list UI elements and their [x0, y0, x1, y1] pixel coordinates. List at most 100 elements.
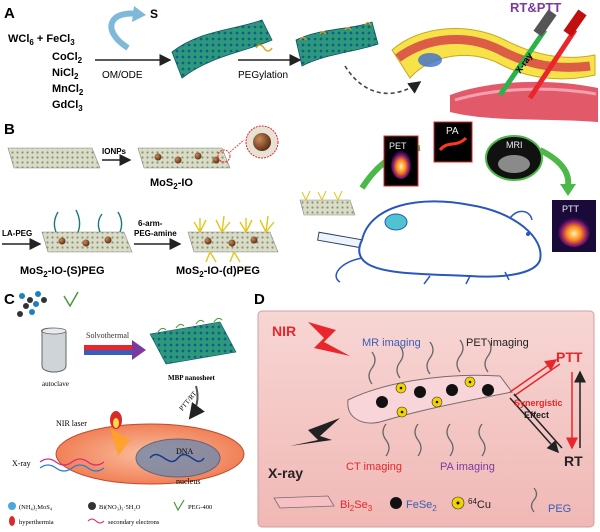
reagent-wcl6: WCl6 + FeCl3	[8, 33, 75, 47]
reagent-gdcl3: GdCl3	[52, 99, 83, 113]
nir-laser-beam	[110, 428, 130, 456]
legend-item-1: (NH₄)₂MoS₄	[19, 504, 53, 511]
nir-beam	[527, 28, 578, 100]
tumor-tissue	[450, 81, 598, 122]
solvent-label: OM/ODE	[102, 70, 143, 81]
pa-signal	[438, 136, 468, 152]
legend-bi2se3: Bi2Se3	[340, 499, 373, 513]
legend-item-3: PEG-400	[188, 504, 212, 511]
legend-hyperthermia-icon	[9, 516, 15, 526]
panel-d-letter: D	[254, 291, 265, 308]
iron-oxide-np	[250, 236, 258, 244]
legend-bi2se3-icon	[273, 495, 335, 509]
mri-label: MRI	[506, 140, 523, 150]
xray-wave	[39, 458, 105, 466]
pegylation-label: PEGylation	[238, 70, 288, 81]
dna-helix	[149, 453, 205, 463]
xray-wave-2	[39, 464, 105, 472]
legend-cu64-icon-center	[456, 501, 460, 505]
rainbow-arrow-red	[84, 345, 132, 350]
mouse-tail	[335, 257, 363, 283]
mos2-io-label: MoS2-IO	[150, 177, 193, 191]
pet-hotspot	[391, 151, 411, 179]
fese2-np	[446, 384, 458, 396]
nir-lightning-icon	[308, 322, 350, 356]
six-arm-label-2: PEG-amine	[134, 229, 177, 238]
zoom-line	[229, 139, 245, 153]
mouse-eye	[526, 232, 530, 236]
injected-sheet	[299, 199, 356, 216]
rainbow-arrow-head	[132, 340, 146, 360]
precursor-dots	[17, 291, 47, 317]
tumor-tissue-highlight	[454, 87, 597, 102]
sulfur-label: S	[150, 7, 158, 21]
panel-a: A WCl6 + FeCl3 CoCl2 NiCl2 MnCl2 GdCl3 S…	[4, 0, 598, 122]
mos2-dpe-label: MoS2-IO-(d)PEG	[176, 265, 260, 279]
nanosheet-label: MBP nanosheet	[168, 374, 216, 382]
dashed-arrow	[344, 65, 422, 95]
legend-fese2: FeSe2	[406, 499, 437, 513]
peg-wavy-chains	[368, 339, 492, 457]
reagent-cocl2: CoCl2	[52, 51, 83, 65]
reagent-mncl2: MnCl2	[52, 83, 84, 97]
zoom-marker	[217, 149, 231, 163]
fese2-np	[376, 396, 388, 408]
ptt-hotspot	[558, 217, 590, 247]
la-peg-label: LA-PEG	[2, 229, 32, 238]
autoclave-label: autoclave	[42, 380, 69, 388]
legend-peg-icon	[173, 499, 185, 512]
legend-peg-icon	[530, 487, 538, 513]
mos2-sheet	[7, 147, 101, 169]
six-arm-label-1: 6-arm-	[138, 219, 163, 228]
mouse-legs	[423, 271, 510, 285]
legend-item-5: secondary electrons	[108, 519, 160, 526]
legend-bismuth-icon	[88, 502, 96, 510]
autoclave-icon	[41, 327, 67, 373]
pet-label: PET	[389, 141, 407, 151]
arrow-to-ptt	[509, 359, 558, 393]
ionps-label: IONPs	[102, 147, 127, 156]
iron-oxide-np	[194, 152, 202, 160]
rainbow-arrow-blue	[84, 350, 132, 355]
rt-ptt-title: RT&PTT	[510, 0, 561, 15]
reagent-nicl2: NiCl2	[52, 67, 79, 81]
sulfur-curved-arrow	[108, 10, 139, 51]
peg-chains	[299, 21, 372, 41]
xray-source-icon	[533, 9, 557, 37]
zoom-np	[253, 133, 271, 151]
green-arrow-2	[538, 147, 572, 187]
mouse-body	[358, 200, 542, 278]
arrow-to-rt-2	[513, 393, 563, 449]
panel-c: C autoclave Solvothermal MBP nanosheet P…	[4, 291, 245, 526]
six-arm-peg-branches	[193, 215, 275, 263]
laser-source-icon	[563, 9, 587, 37]
nir-laser-label: NIR laser	[56, 419, 87, 428]
iron-oxide-np	[204, 237, 212, 245]
iron-oxide-np	[58, 237, 66, 245]
vessel-lumen	[395, 35, 591, 72]
mos2-spe-label: MoS2-IO-(S)PEG	[20, 265, 105, 279]
iron-oxide-np	[212, 156, 220, 164]
iron-oxide-np	[82, 239, 90, 247]
arrow-to-rt	[509, 397, 559, 454]
peg-check-icon	[63, 291, 79, 308]
ptt-label: PTT	[562, 204, 580, 214]
effect-label: Effect	[524, 410, 549, 420]
panel-b-letter: B	[4, 121, 15, 138]
panel-b: B IONPs MoS2-IO LA-PEG MoS2-IO-(S)PEG 6-…	[2, 121, 596, 285]
panel-d-background	[257, 310, 595, 528]
panel-c-letter: C	[4, 291, 15, 308]
iron-oxide-np	[154, 153, 162, 161]
mr-imaging-label: MR imaging	[362, 337, 421, 349]
xray-label: X-ray	[12, 459, 31, 468]
nanosheet-peg	[157, 317, 223, 333]
synergistic-label: Synergistic	[514, 398, 563, 408]
injected-peg	[301, 190, 343, 201]
legend-peg: PEG	[548, 503, 571, 515]
arrow-to-ptt-2	[513, 363, 561, 397]
nucleus-label: nucleus	[176, 477, 200, 486]
peg-chains-spe	[53, 209, 123, 233]
panel-a-letter: A	[4, 5, 15, 22]
legend-fese2-icon	[390, 497, 402, 509]
solvothermal-label: Solvothermal	[86, 331, 130, 340]
